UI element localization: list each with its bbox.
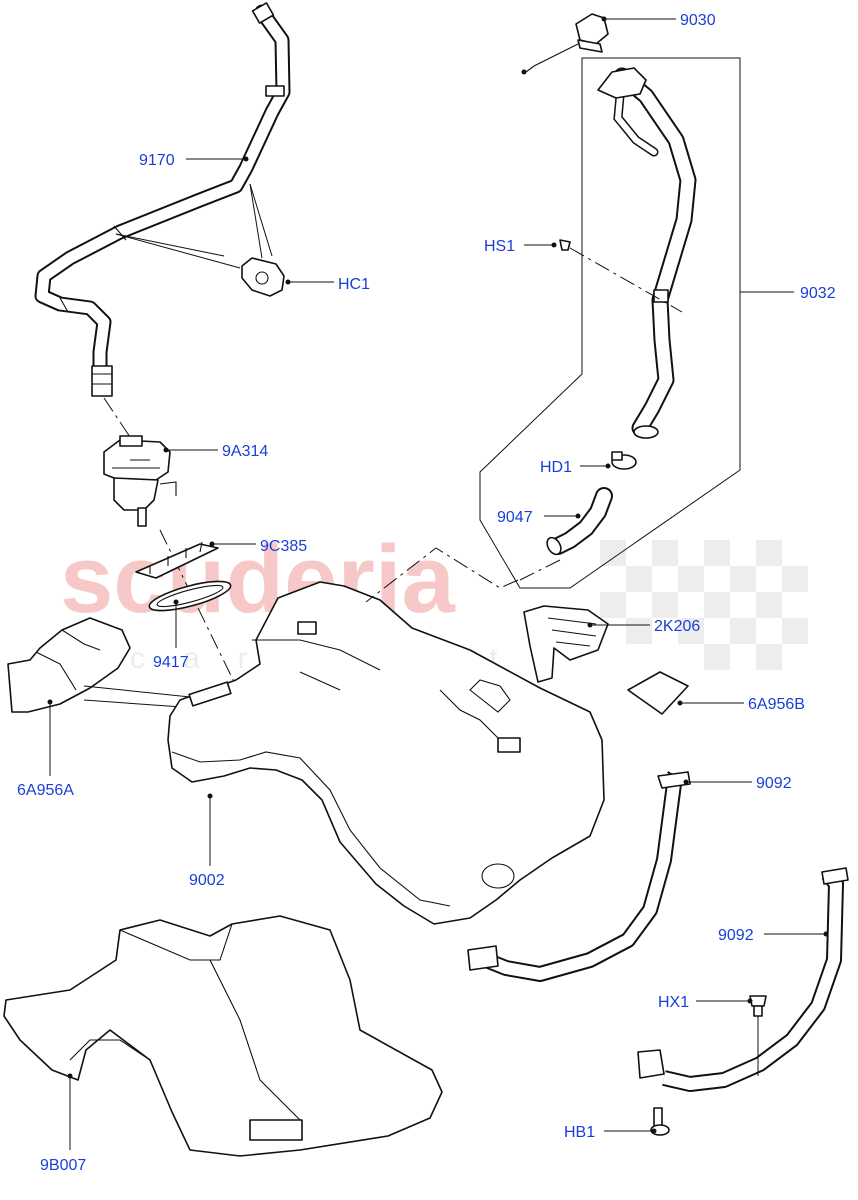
filler-hose-9047: [546, 487, 613, 556]
callout-9092-upper: 9092: [756, 775, 792, 792]
bracket-2k206: [523, 605, 609, 683]
callout-9c385: 9C385: [260, 538, 307, 555]
callout-9092-lower: 9092: [718, 927, 754, 944]
callout-2k206: 2K206: [654, 618, 700, 635]
callout-hs1: HS1: [484, 238, 515, 255]
callout-hd1: HD1: [540, 459, 572, 476]
checker-flag-watermark: [600, 540, 808, 670]
clip-hx1: [749, 995, 767, 1017]
callout-9047: 9047: [497, 509, 533, 526]
heat-shield-6a956a: [7, 617, 201, 713]
assembly-bracket-9032: [479, 57, 741, 589]
strap-9092-upper: [467, 771, 691, 982]
callout-9032: 9032: [800, 285, 836, 302]
underbody-shield-9b007: [3, 915, 443, 1157]
callout-hx1: HX1: [658, 994, 689, 1011]
filler-neck-9032: [597, 67, 697, 439]
callout-9170: 9170: [139, 152, 175, 169]
callout-9a314: 9A314: [222, 443, 268, 460]
pad-6a956b: [627, 671, 689, 715]
callout-hc1: HC1: [338, 276, 370, 293]
locking-ring-9c385: [135, 541, 219, 579]
vent-hose-9170: [34, 2, 291, 397]
callout-labels: 9030 9170 HS1 9032 HC1 9A314 HD1 9047 9C…: [17, 12, 836, 1174]
leader-lines: [47, 16, 829, 1150]
callout-9002: 9002: [189, 872, 225, 889]
fuel-pump-module-9a314: [103, 435, 177, 527]
clip-hc1: [115, 183, 285, 297]
callout-9030: 9030: [680, 12, 716, 29]
screw-hs1: [559, 239, 571, 251]
callout-9417: 9417: [153, 654, 189, 671]
seal-9417: [148, 580, 232, 612]
callout-hb1: HB1: [564, 1124, 595, 1141]
clamp-hd1: [611, 451, 637, 470]
strap-9092-lower: [637, 867, 849, 1092]
callout-6a956b: 6A956B: [748, 696, 805, 713]
callout-6a956a: 6A956A: [17, 782, 74, 799]
fuel-cap-9030: [521, 13, 609, 75]
callout-9b007: 9B007: [40, 1157, 86, 1174]
fuel-tank-9002: [167, 581, 605, 925]
